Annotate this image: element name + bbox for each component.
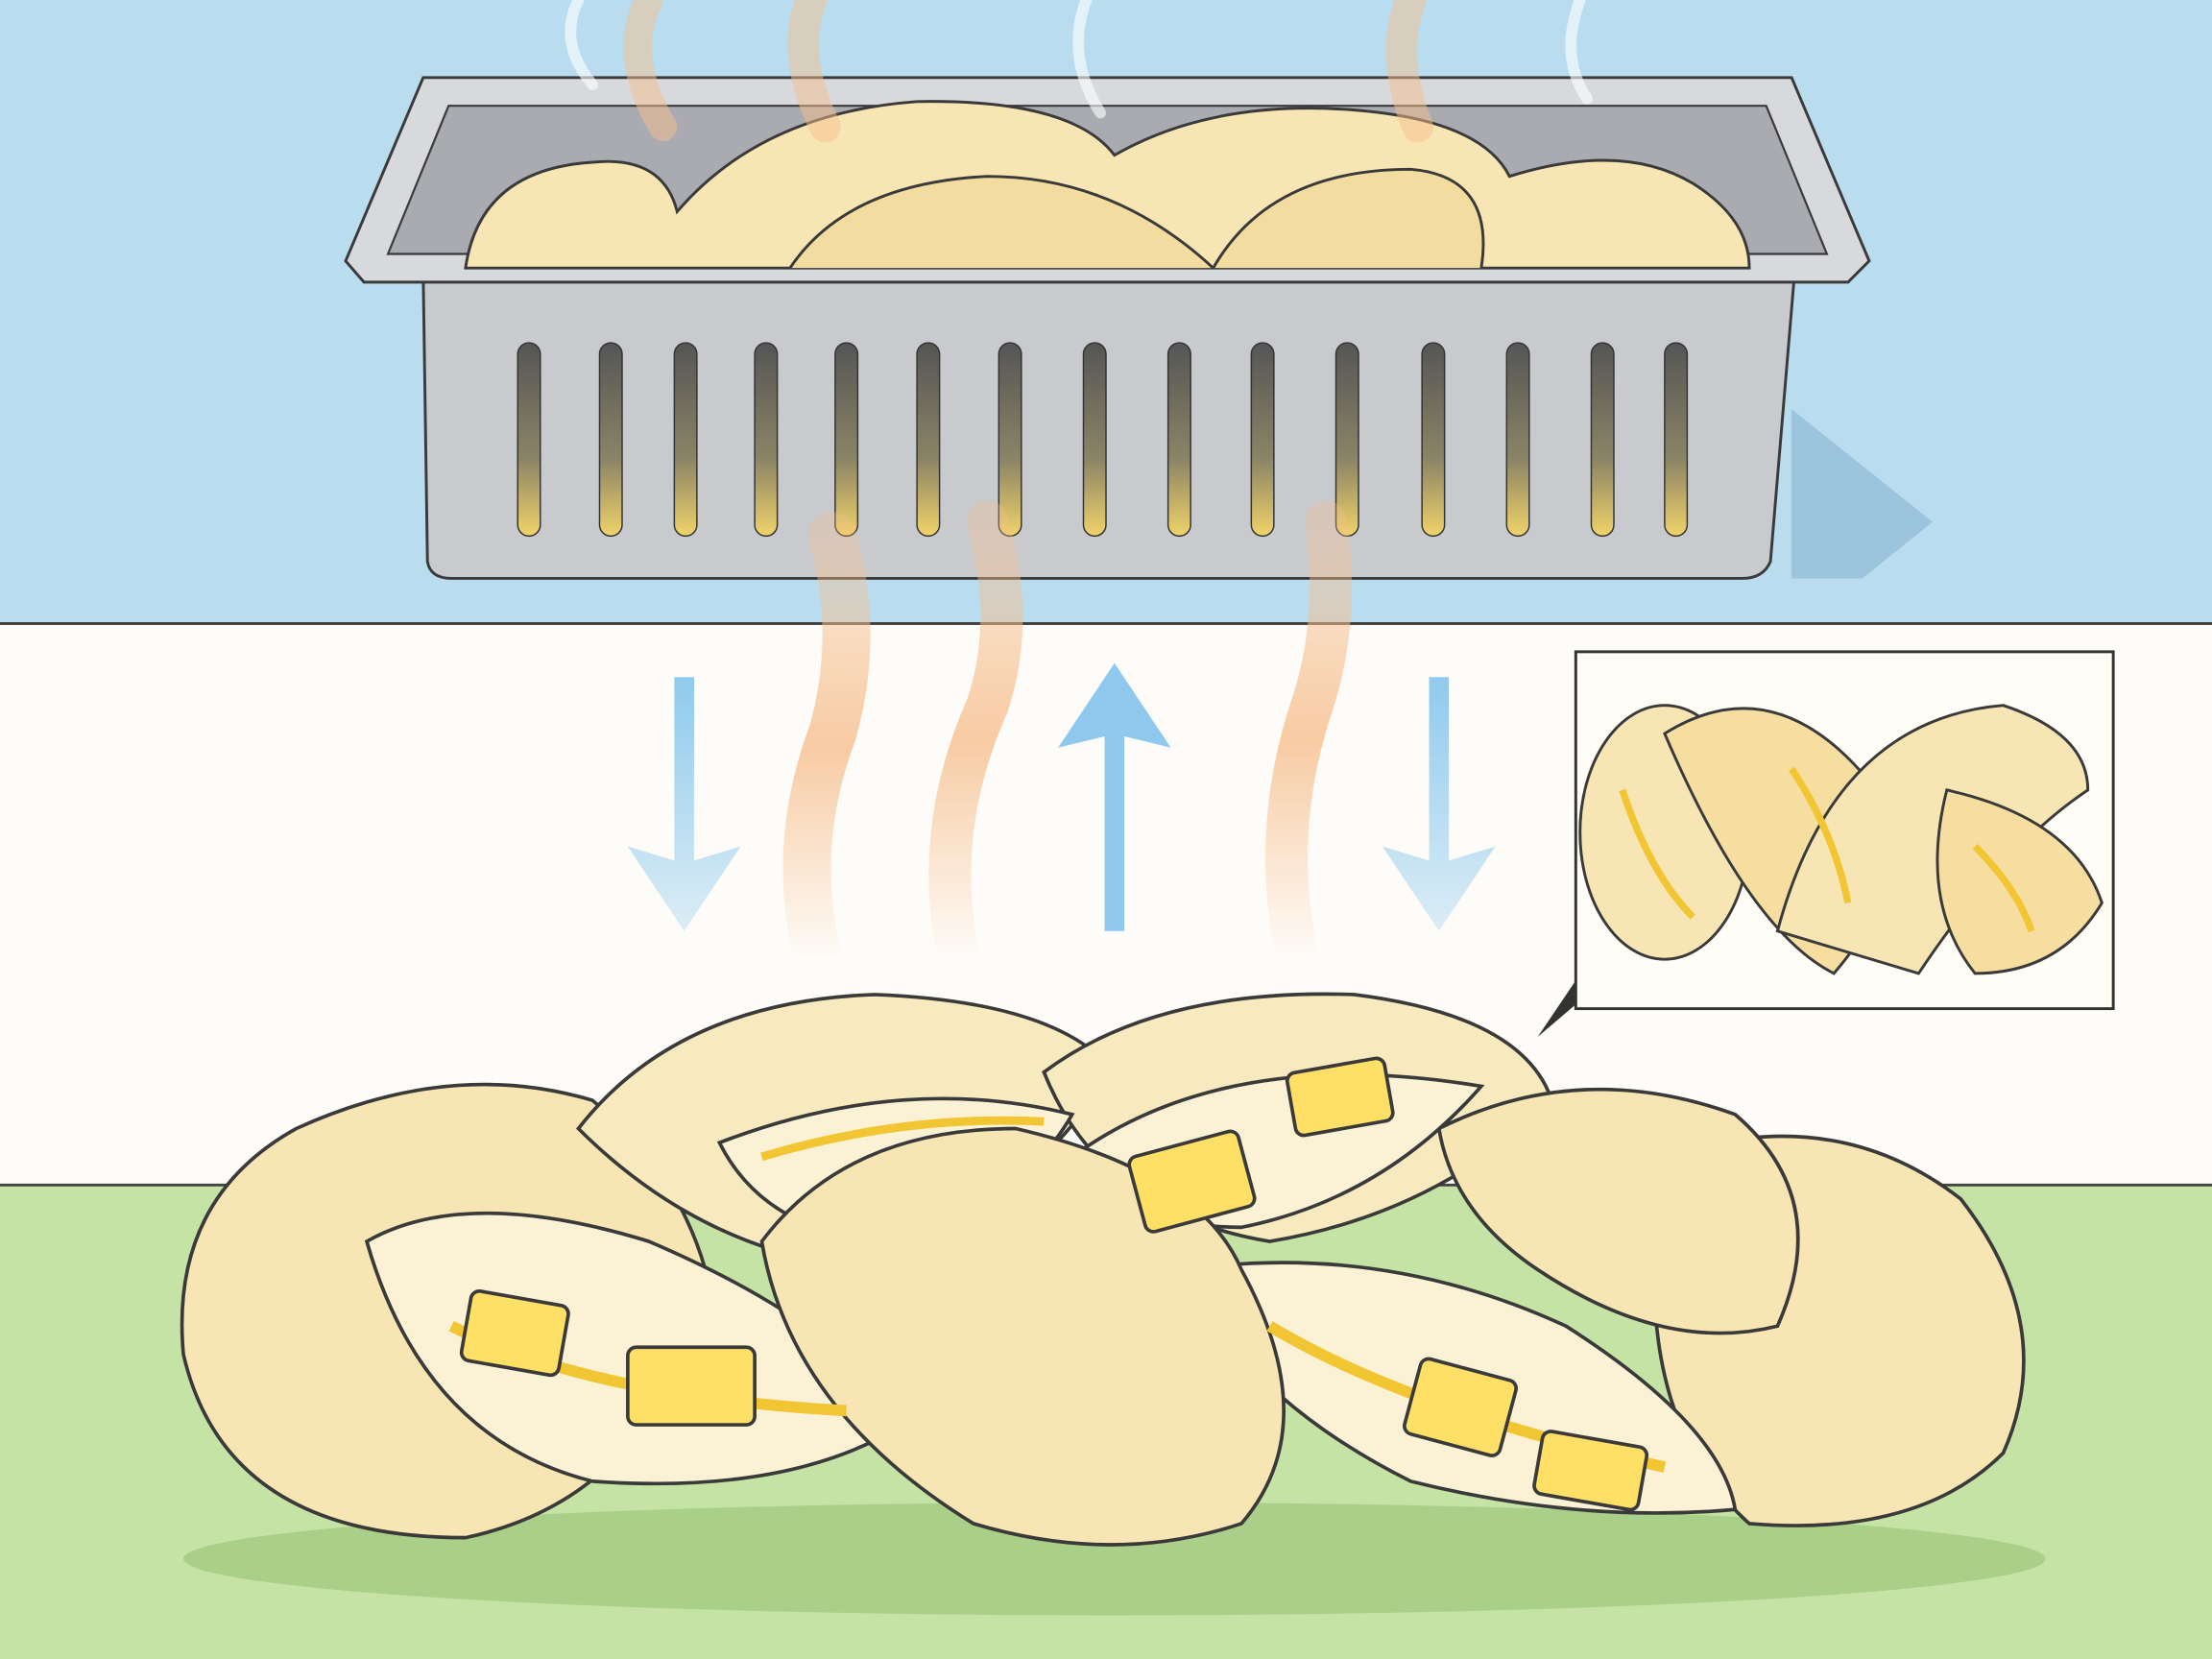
vent-slot <box>1505 342 1530 538</box>
butter-pat <box>1285 1056 1395 1138</box>
airflow-arrows <box>627 662 1496 931</box>
butter-pat <box>1403 1357 1518 1457</box>
butter-pat <box>626 1345 757 1427</box>
vent-slot <box>1421 342 1446 538</box>
arrow-down-icon <box>627 677 741 931</box>
vent-slot <box>598 342 623 538</box>
vent-slot <box>754 342 779 538</box>
steam-wisps <box>565 0 1593 984</box>
steam-wisp <box>565 0 599 91</box>
vent-slot <box>1590 342 1615 538</box>
inset-braid <box>1578 704 2104 975</box>
vent-slot <box>834 342 859 538</box>
vent-slot <box>1166 342 1191 538</box>
steam-wisp <box>782 512 871 984</box>
vent-slot <box>1664 342 1689 538</box>
steam-wisp <box>623 0 678 141</box>
butter-pat <box>1532 1430 1649 1512</box>
pan-vent-slots <box>517 342 1689 538</box>
inset-pointer <box>1537 980 1576 1037</box>
loaf-strand <box>1436 1087 1800 1335</box>
pan-shadow <box>1791 409 1934 579</box>
inset-detail-panel <box>1537 650 2115 1037</box>
arrow-up-icon <box>1058 662 1171 931</box>
steam-wisp <box>787 0 841 143</box>
vent-slot <box>673 342 698 538</box>
butter-pat <box>459 1289 570 1378</box>
arrow-down-icon <box>1382 677 1496 931</box>
loaf-shadow <box>183 1502 2046 1616</box>
steam-wisp <box>1265 500 1353 981</box>
vent-slot <box>1250 342 1275 538</box>
braided-loaf <box>180 992 2026 1547</box>
vent-slot <box>916 342 941 538</box>
steam-wisp <box>1385 0 1433 143</box>
butter-pat <box>1127 1129 1257 1234</box>
butter-streak <box>760 1116 1045 1162</box>
vent-slot <box>517 342 541 538</box>
steam-wisp <box>928 500 1023 981</box>
vent-slot <box>1082 342 1107 538</box>
steam-wisp <box>1565 0 1593 105</box>
steam-wisp <box>1072 0 1106 119</box>
dough-in-pan <box>464 100 1751 270</box>
